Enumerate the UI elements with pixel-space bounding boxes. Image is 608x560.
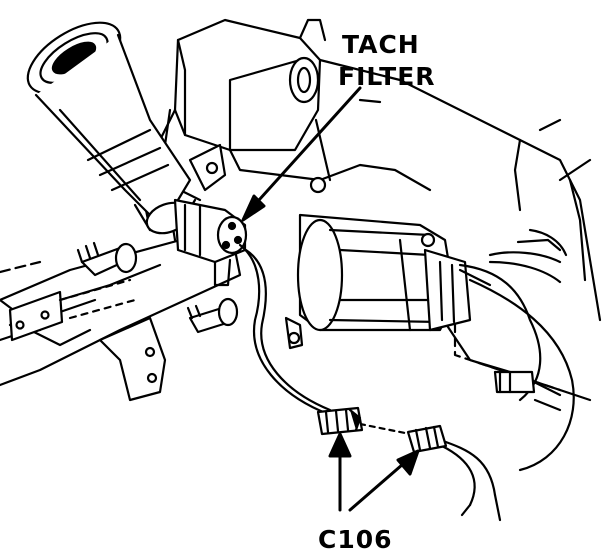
- wiring-harness: [238, 228, 575, 522]
- tach-filter-arrow: [241, 86, 362, 222]
- connector-c106-left: [316, 406, 364, 436]
- mounting-bolts: [76, 241, 239, 334]
- connector-c106-label: C106: [318, 525, 393, 554]
- tach-filter-label-line1: TACH: [342, 30, 420, 59]
- connector-upper-right: [493, 370, 536, 394]
- starter-motor: [284, 213, 492, 350]
- c106-arrow-left: [328, 432, 352, 512]
- tach-filter-label-line2: FILTER: [338, 62, 436, 91]
- frame-crossmember: [0, 230, 242, 402]
- c106-arrow-right: [348, 449, 420, 512]
- connector-c106-right: [406, 424, 448, 454]
